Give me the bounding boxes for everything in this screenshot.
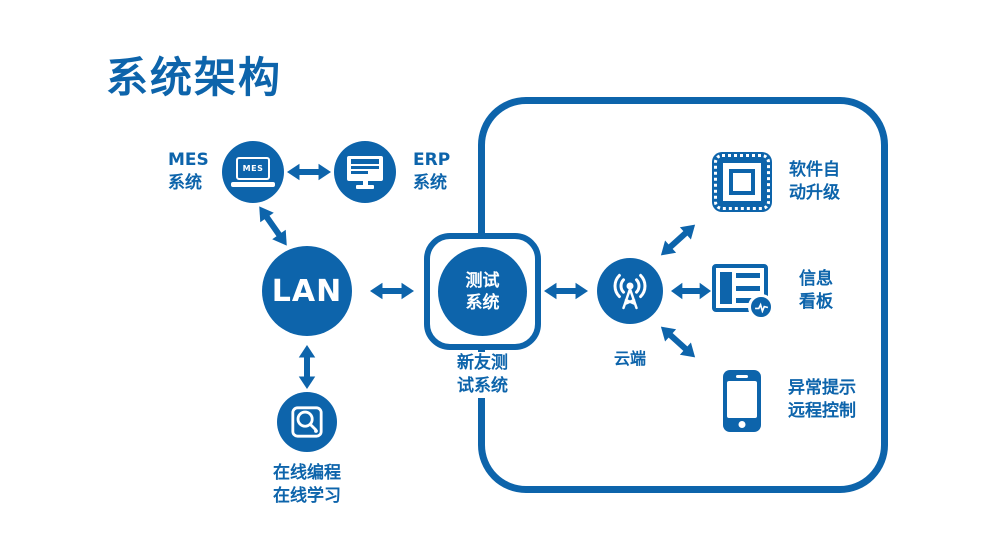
cloud-node	[597, 258, 663, 324]
arrow-mes-erp	[287, 163, 331, 181]
laptop-screen-text: MES	[242, 164, 264, 173]
test-system-box: 测试 系统	[424, 233, 541, 350]
test-node-line1: 测试	[465, 270, 500, 291]
board-label-line2: 看板	[799, 292, 833, 312]
arrow-cloud-board	[671, 282, 711, 300]
online-caption-line1: 在线编程	[273, 463, 341, 483]
arrow-lan-test	[370, 282, 414, 300]
upgrade-label-line1: 软件自	[789, 160, 840, 180]
software-upgrade-icon	[712, 152, 772, 212]
arrow-test-cloud	[544, 282, 588, 300]
erp-label-line2: 系统	[413, 173, 447, 193]
arrow-cloud-mobile	[660, 326, 696, 358]
info-board-label: 信息 看板	[799, 268, 833, 314]
online-caption: 在线编程 在线学习	[264, 462, 350, 508]
board-frame	[712, 264, 768, 312]
erp-label: ERP 系统	[413, 149, 450, 195]
cloud-caption: 云端	[597, 347, 663, 370]
laptop-base	[231, 182, 275, 187]
mobile-label-line2: 远程控制	[788, 401, 856, 421]
software-upgrade-label: 软件自 动升级	[789, 159, 840, 205]
monitor-screen	[347, 155, 383, 181]
arrow-mes-lan	[259, 206, 287, 246]
online-caption-line2: 在线学习	[273, 486, 341, 506]
mes-node: MES	[222, 141, 284, 203]
mes-label: MES 系统	[168, 149, 209, 195]
info-board-icon	[712, 264, 774, 320]
monitor-icon	[347, 155, 383, 189]
laptop-icon: MES	[231, 157, 275, 187]
mes-label-line2: 系统	[168, 173, 202, 193]
test-system-node: 测试 系统	[438, 247, 527, 336]
erp-label-line1: ERP	[413, 150, 451, 170]
mobile-label: 异常提示 远程控制	[788, 377, 856, 423]
arrow-lan-online	[298, 345, 316, 389]
online-node	[277, 392, 337, 452]
chart-badge-icon	[748, 294, 774, 320]
test-caption-line1: 新友测	[457, 353, 508, 373]
upgrade-label-line2: 动升级	[789, 183, 840, 203]
laptop-screen: MES	[236, 157, 270, 180]
disk-search-icon	[291, 406, 323, 438]
test-node-line2: 系统	[465, 292, 500, 313]
mobile-phone-icon	[723, 370, 761, 432]
mes-label-line1: MES	[168, 150, 209, 170]
lan-node: LAN	[262, 246, 352, 336]
mobile-label-line1: 异常提示	[788, 378, 856, 398]
test-system-caption: 新友测 试系统	[424, 352, 541, 398]
page-title: 系统架构	[106, 53, 283, 102]
test-caption-line2: 试系统	[457, 376, 508, 396]
lan-label: LAN	[271, 273, 343, 309]
antenna-icon	[613, 273, 647, 310]
erp-node	[334, 141, 396, 203]
arrow-cloud-upgrade	[660, 224, 696, 256]
board-label-line1: 信息	[799, 269, 833, 289]
